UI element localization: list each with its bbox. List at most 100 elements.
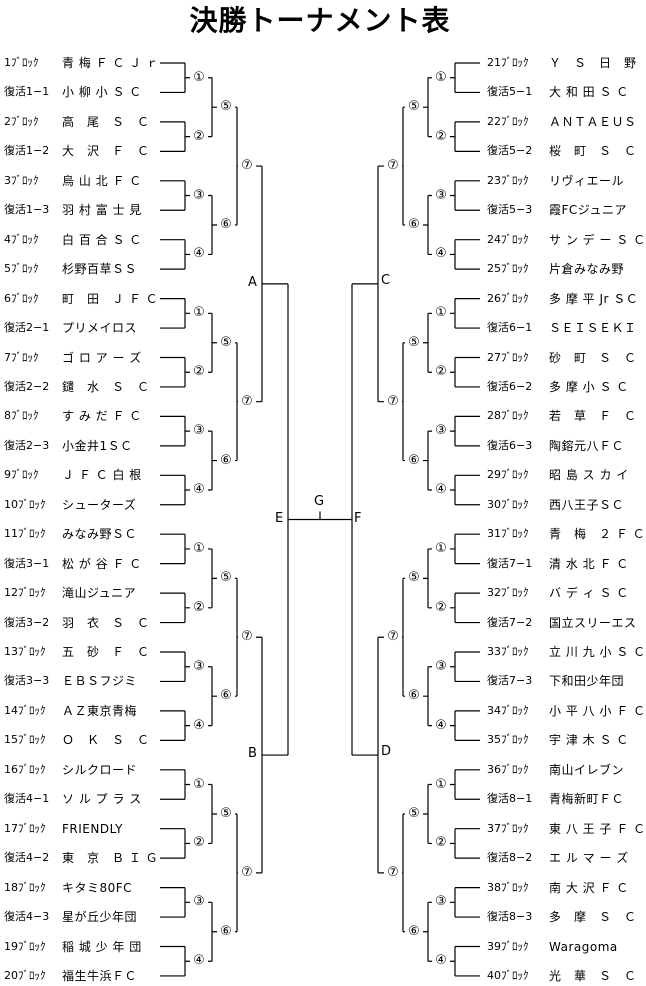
team-name: 羽 衣 Ｓ Ｃ	[62, 615, 150, 630]
right-team-entry: 21ﾌﾞﾛｯｸ Ｙ Ｓ 日 野	[487, 53, 637, 73]
match-number: ④	[190, 245, 208, 264]
match-number: ③	[190, 186, 208, 205]
left-team-entry: 10ﾌﾞﾛｯｸシューターズ	[4, 495, 136, 515]
match-number: ①	[190, 68, 208, 87]
right-team-entry: 35ﾌﾞﾛｯｸ宇 津 木 Ｓ Ｃ	[487, 730, 629, 750]
match-number: ④	[190, 481, 208, 500]
left-team-entry: 12ﾌﾞﾛｯｸ 滝山ジュニア	[4, 583, 136, 603]
page-title: 決勝トーナメント表	[189, 4, 451, 37]
block-label: 20ﾌﾞﾛｯｸ	[4, 968, 46, 982]
match-number: ②	[190, 834, 208, 853]
block-label: 17ﾌﾞﾛｯｸ	[4, 821, 46, 835]
match-number: ②	[432, 834, 450, 853]
team-name: 高 尾 Ｓ Ｃ	[62, 114, 150, 129]
label-d: D	[381, 744, 392, 760]
team-name: 霞FCジュニア	[549, 203, 627, 218]
team-name: 昭 島 ス カ イ	[549, 468, 629, 483]
team-name: シルクロード	[62, 762, 138, 777]
block-label: 37ﾌﾞﾛｯｸ	[487, 821, 529, 835]
block-label: 復活4−2	[4, 851, 50, 865]
team-name: バ デ ィ Ｓ Ｃ	[549, 586, 629, 601]
team-name: キタミ80FC	[62, 880, 133, 895]
match-number: ⑦	[384, 392, 402, 411]
right-team-entry: 40ﾌﾞﾛｯｸ光 華 Ｓ Ｃ	[487, 966, 637, 986]
block-label: 34ﾌﾞﾛｯｸ	[487, 703, 529, 717]
left-team-entry: 3ﾌﾞﾛｯｸ烏 山 北 Ｆ Ｃ	[4, 171, 142, 191]
block-label: 31ﾌﾞﾛｯｸ	[487, 527, 529, 541]
block-label: 27ﾌﾞﾛｯｸ	[487, 350, 529, 364]
team-name: プリメイロス	[62, 321, 138, 336]
left-team-entry: 4ﾌﾞﾛｯｸ白 百 合 Ｓ Ｃ	[4, 230, 142, 250]
block-label: 9ﾌﾞﾛｯｸ	[4, 468, 39, 482]
match-number: ⑥	[217, 451, 235, 470]
right-team-entry: 34ﾌﾞﾛｯｸ 小 平 八 小 Ｆ Ｃ	[487, 701, 646, 721]
team-name: リヴィエール	[549, 173, 625, 188]
block-label: 35ﾌﾞﾛｯｸ	[487, 733, 529, 747]
block-label: 復活1−2	[4, 144, 50, 158]
match-number: ⑦	[238, 157, 256, 176]
block-label: 復活5−3	[487, 203, 533, 217]
block-label: 復活8−1	[487, 792, 533, 806]
match-number: ①	[432, 539, 450, 558]
block-label: 30ﾌﾞﾛｯｸ	[487, 497, 529, 511]
block-label: 復活3−1	[4, 556, 50, 570]
label-g: G	[314, 494, 325, 510]
block-label: 12ﾌﾞﾛｯｸ	[4, 586, 46, 600]
block-label: 16ﾌﾞﾛｯｸ	[4, 762, 46, 776]
team-name: 滝山ジュニア	[62, 586, 137, 601]
block-label: 36ﾌﾞﾛｯｸ	[487, 762, 529, 776]
match-number: ④	[190, 716, 208, 735]
team-name: 清 水 北 Ｆ Ｃ	[549, 556, 629, 571]
label-a: A	[248, 274, 257, 290]
team-name: 松 が 谷 Ｆ Ｃ	[62, 556, 142, 571]
match-number: ③	[432, 186, 450, 205]
left-team-entry: 6ﾌﾞﾛｯｸ町 田 Ｊ Ｆ Ｃ	[4, 289, 158, 309]
match-number: ③	[190, 657, 208, 676]
label-c: C	[381, 272, 391, 288]
match-number: ③	[432, 893, 450, 912]
team-name: ＥＢＳフジミ	[62, 674, 138, 689]
right-team-entry: 33ﾌﾞﾛｯｸ立 川 九 小 Ｓ Ｃ	[487, 642, 646, 662]
left-team-entry: 9ﾌﾞﾛｯｸ Ｊ Ｆ Ｃ 白 根	[4, 465, 142, 485]
right-team-entry: 復活6−1 ＳＥＩＳＥＫＩ	[487, 318, 637, 338]
team-name: エ ル マ ー ズ	[549, 851, 629, 866]
block-label: 19ﾌﾞﾛｯｸ	[4, 939, 46, 953]
block-label: 復活6−1	[487, 321, 533, 335]
team-name: 町 田 Ｊ Ｆ Ｃ	[62, 291, 159, 306]
block-label: 10ﾌﾞﾛｯｸ	[4, 497, 46, 511]
block-label: 復活6−2	[487, 379, 533, 393]
right-team-entry: 23ﾌﾞﾛｯｸリヴィエール	[487, 171, 624, 191]
match-number: ⑤	[217, 569, 235, 588]
block-label: 21ﾌﾞﾛｯｸ	[487, 56, 529, 69]
team-name: Ｙ Ｓ 日 野	[549, 56, 637, 70]
block-label: 14ﾌﾞﾛｯｸ	[4, 703, 46, 717]
match-number: ⑥	[217, 687, 235, 706]
team-name: 星が丘少年団	[62, 910, 138, 925]
block-label: 復活1−3	[4, 203, 50, 217]
match-number: ④	[432, 952, 450, 971]
team-name: 大 和 田 Ｓ Ｃ	[549, 85, 629, 100]
team-name: 青 梅 Ｆ Ｃ Ｊ ｒ	[62, 56, 159, 70]
team-name: Ｊ Ｆ Ｃ 白 根	[62, 468, 142, 483]
match-number: ③	[190, 893, 208, 912]
match-number: ①	[432, 68, 450, 87]
team-name: ＳＥＩＳＥＫＩ	[549, 321, 637, 336]
team-name: 小 平 八 小 Ｆ Ｃ	[549, 703, 646, 718]
block-label: 11ﾌﾞﾛｯｸ	[4, 527, 46, 541]
match-number: ③	[190, 422, 208, 441]
match-number: ②	[190, 127, 208, 146]
left-team-entry: 11ﾌﾞﾛｯｸみなみ野ＳＣ	[4, 524, 137, 544]
block-label: 25ﾌﾞﾛｯｸ	[487, 262, 529, 276]
right-team-entry: 24ﾌﾞﾛｯｸサ ン デ ー Ｓ Ｃ	[487, 230, 646, 250]
